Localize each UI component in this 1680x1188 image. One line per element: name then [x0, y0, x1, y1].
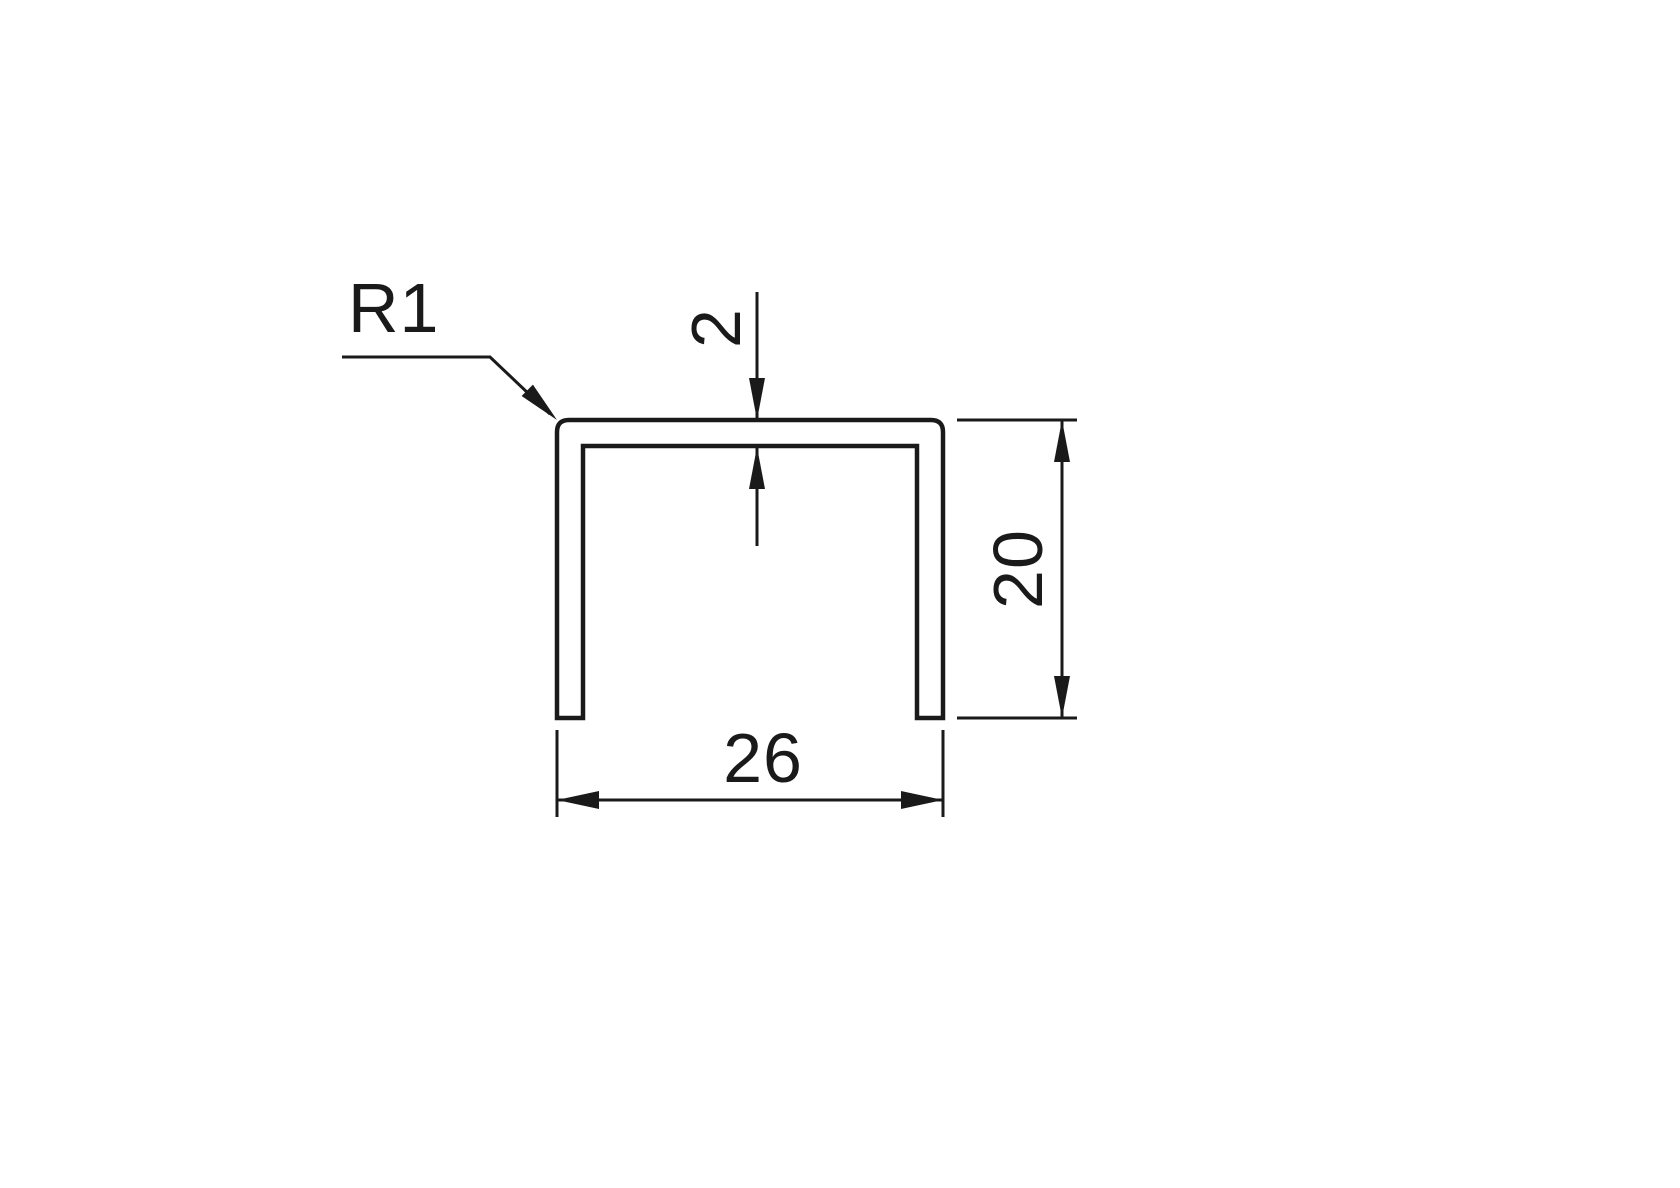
width-dimension: 26 — [555, 719, 945, 817]
u-channel-profile — [554, 417, 946, 721]
height-arrow-up — [1054, 420, 1070, 462]
thickness-dimension-label: 2 — [677, 308, 755, 348]
width-arrow-left — [557, 791, 599, 809]
width-arrow-right — [901, 791, 943, 809]
height-arrow-down — [1054, 676, 1070, 718]
height-dimension-label: 20 — [979, 529, 1057, 609]
thickness-arrow-down — [749, 378, 765, 420]
radius-leader-arrow — [521, 384, 557, 420]
radius-leader-line — [342, 355, 552, 416]
thickness-dimension: 2 — [677, 292, 765, 546]
width-dimension-label: 26 — [723, 719, 803, 797]
radius-label: R1 — [348, 269, 439, 347]
thickness-arrow-up — [749, 447, 765, 489]
radius-callout: R1 — [342, 269, 557, 420]
height-dimension: 20 — [957, 418, 1077, 720]
